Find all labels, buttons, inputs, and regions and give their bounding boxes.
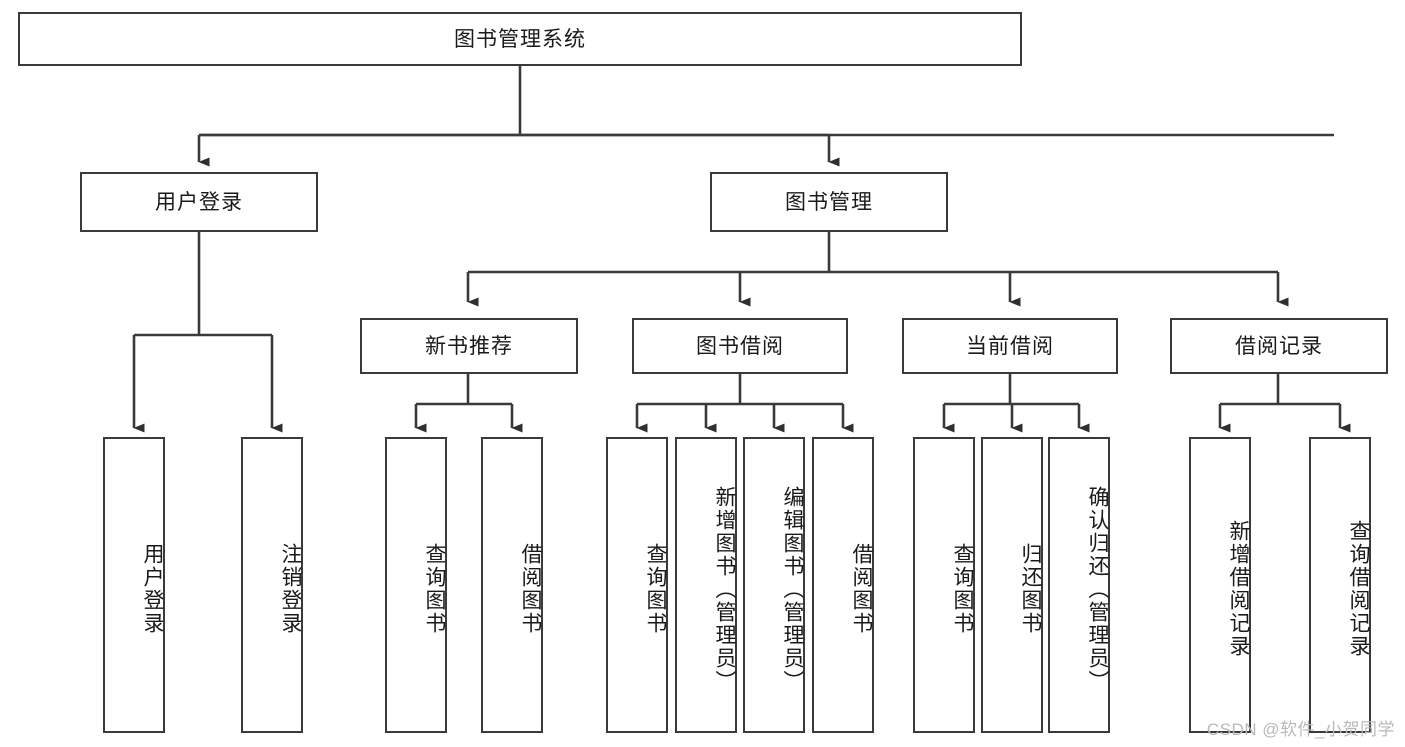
node-borrow-record-label: 借阅记录 — [1235, 334, 1323, 358]
leaf-return-book[interactable]: 归还图书 — [981, 437, 1043, 733]
node-user-login-label: 用户登录 — [155, 190, 243, 214]
node-book-borrow-label: 图书借阅 — [696, 334, 784, 358]
node-current-borrow-label: 当前借阅 — [966, 334, 1054, 358]
node-book-borrow[interactable]: 图书借阅 — [632, 318, 848, 374]
leaf-logout-login[interactable]: 注销登录 — [241, 437, 303, 733]
node-book-manage[interactable]: 图书管理 — [710, 172, 948, 232]
leaf-borrow-book-1[interactable]: 借阅图书 — [481, 437, 543, 733]
node-new-book-recommend-label: 新书推荐 — [425, 334, 513, 358]
leaf-add-book[interactable]: 新增图书（管理员） — [675, 437, 737, 733]
leaf-query-book-2-label: 查询图书 — [644, 543, 667, 635]
leaf-query-book-1[interactable]: 查询图书 — [385, 437, 447, 733]
csdn-watermark: CSDN @软件_小贺同学 — [1206, 720, 1395, 739]
leaf-user-login-label: 用户登录 — [141, 543, 164, 635]
node-root-label: 图书管理系统 — [454, 27, 586, 51]
leaf-confirm-return[interactable]: 确认归还（管理员） — [1048, 437, 1110, 733]
leaf-add-book-label: 新增图书（管理员） — [713, 485, 736, 693]
leaf-user-login[interactable]: 用户登录 — [103, 437, 165, 733]
node-current-borrow[interactable]: 当前借阅 — [902, 318, 1118, 374]
node-book-manage-label: 图书管理 — [785, 190, 873, 214]
node-borrow-record[interactable]: 借阅记录 — [1170, 318, 1388, 374]
leaf-add-record-label: 新增借阅记录 — [1227, 520, 1250, 658]
leaf-query-book-1-label: 查询图书 — [423, 543, 446, 635]
leaf-query-book-2[interactable]: 查询图书 — [606, 437, 668, 733]
node-new-book-recommend[interactable]: 新书推荐 — [360, 318, 578, 374]
leaf-query-record[interactable]: 查询借阅记录 — [1309, 437, 1371, 733]
node-user-login[interactable]: 用户登录 — [80, 172, 318, 232]
leaf-borrow-book-2-label: 借阅图书 — [850, 543, 873, 635]
leaf-borrow-book-1-label: 借阅图书 — [519, 543, 542, 635]
leaf-return-book-label: 归还图书 — [1019, 543, 1042, 635]
leaf-add-record[interactable]: 新增借阅记录 — [1189, 437, 1251, 733]
node-root[interactable]: 图书管理系统 — [18, 12, 1022, 66]
leaf-logout-login-label: 注销登录 — [279, 543, 302, 635]
leaf-confirm-return-label: 确认归还（管理员） — [1086, 485, 1109, 693]
leaf-query-book-3-label: 查询图书 — [951, 543, 974, 635]
leaf-query-record-label: 查询借阅记录 — [1347, 520, 1370, 658]
leaf-borrow-book-2[interactable]: 借阅图书 — [812, 437, 874, 733]
leaf-edit-book-label: 编辑图书（管理员） — [781, 485, 804, 693]
leaf-edit-book[interactable]: 编辑图书（管理员） — [743, 437, 805, 733]
leaf-query-book-3[interactable]: 查询图书 — [913, 437, 975, 733]
